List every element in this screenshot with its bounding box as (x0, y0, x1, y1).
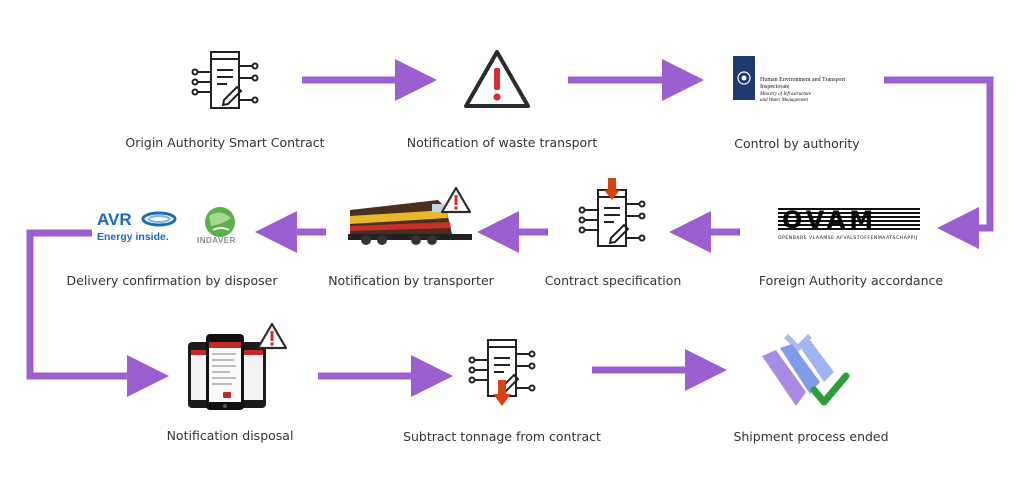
label-notification-waste: Notification of waste transport (406, 135, 598, 150)
check-icon (762, 334, 850, 406)
subtract-contract-icon (468, 339, 536, 406)
label-notification-transporter: Notification by transporter (328, 273, 494, 288)
label-contract-spec: Contract specification (544, 273, 682, 288)
label-delivery-confirmation: Delivery confirmation by disposer (66, 273, 278, 288)
ilt-logo: Human Environment and Transport Inspecto… (733, 56, 873, 106)
indaver-logo: INDAVER (195, 204, 245, 248)
train-icon (348, 186, 472, 245)
label-notification-disposal: Notification disposal (166, 428, 294, 443)
warning-icon (464, 50, 530, 108)
arrow-3 (884, 76, 994, 249)
contract-icon (191, 51, 259, 109)
label-foreign-accordance: Foreign Authority accordance (758, 273, 944, 288)
ovam-logo: OVAM OPENBARE VLAAMSE AFVALSTOFFENMAATSC… (778, 206, 920, 250)
label-origin-contract: Origin Authority Smart Contract (125, 135, 325, 150)
label-control-authority: Control by authority (734, 136, 860, 151)
label-subtract-tonnage: Subtract tonnage from contract (403, 429, 601, 444)
phones-icon (188, 322, 288, 410)
label-shipment-ended: Shipment process ended (733, 429, 889, 444)
arrow-7 (26, 229, 169, 397)
contract-spec-icon (578, 178, 646, 247)
avr-logo: AVR Energy inside. (95, 210, 185, 246)
